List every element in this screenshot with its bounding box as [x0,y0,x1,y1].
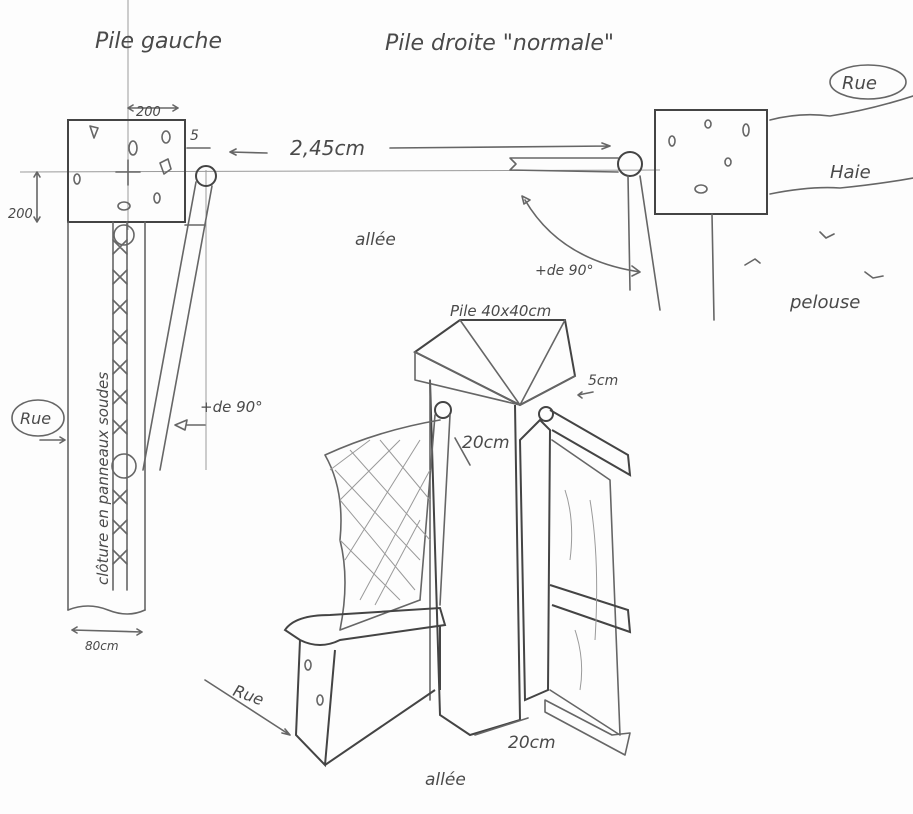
driveway-label-bottom: allée [425,770,466,790]
fence-label: clôture en panneaux soudes [94,372,112,585]
driveway-label-top: allée [355,230,396,250]
span-arrow-left [229,148,268,156]
street-arrow-left [39,436,66,444]
right-gate-open [627,175,715,321]
height-dimension-label: 200 [8,207,33,222]
lawn-label: pelouse [789,292,860,313]
street-bubble-right [829,64,907,100]
angle-label-right: +de 90° [535,263,594,279]
height-dimension-arrow [33,171,41,223]
street-arrow-bottom [204,679,291,736]
angle-arrow-left [174,419,206,431]
hedge-lines [769,95,913,195]
fence-width-arrow [71,626,143,636]
street-bubble-left [11,399,65,437]
left-hinge [195,165,217,187]
left-gate-leaf [142,181,213,471]
angle-arc-right [521,195,641,277]
hedge-label: Haie [830,162,871,183]
grass-marks [744,231,884,279]
width-dimension-label: 200 [136,105,161,120]
perspective-right-gate [518,406,632,756]
gate-span-label: 2,45cm [290,136,365,160]
right-pillar [654,109,768,215]
right-gate-leaf [509,157,619,173]
left-pillar [67,119,186,223]
pillar-size-label: Pile 40x40cm [450,302,551,320]
span-arrow-right [389,142,611,150]
left-pillar-title: Pile gauche [95,29,222,54]
gap-label: 5cm [588,373,618,389]
fence-left [67,221,146,615]
width-dimension-arrow [127,104,179,112]
perspective-left-gate [283,401,452,768]
post-width-label: 20cm [462,433,510,453]
street-label-bottom: Rue [231,681,267,710]
street-label-right: Rue [842,73,877,94]
angle-label-left: +de 90° [200,398,263,416]
gap-arrow [577,391,594,399]
right-hinge [617,151,643,177]
base-width-arrow [474,717,529,736]
fence-width-label: 80cm [85,639,119,653]
gap-dimension-label: 5 [190,128,199,144]
street-label-left: Rue [20,409,51,428]
post-width-arrow [454,437,471,466]
right-pillar-title: Pile droite "normale" [385,31,614,56]
base-width-label: 20cm [508,733,556,753]
